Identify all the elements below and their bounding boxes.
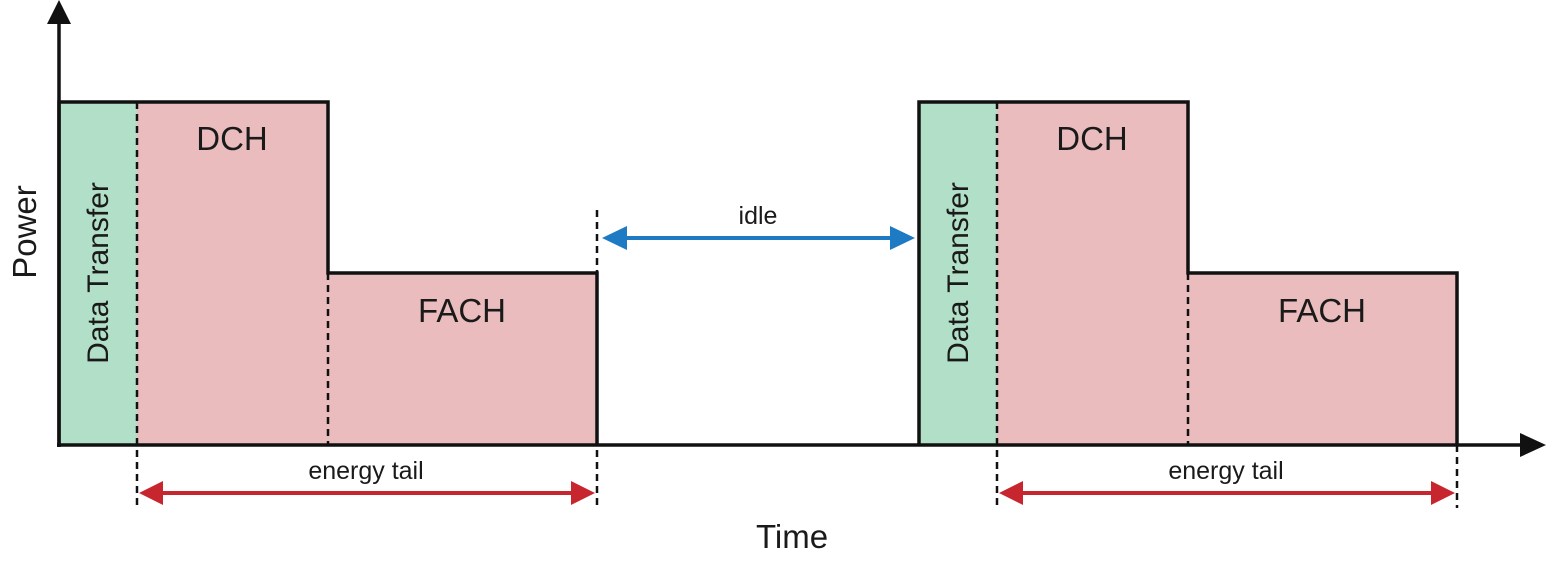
x-axis-label: Time bbox=[756, 518, 828, 555]
cycle-1: Data Transfer DCH FACH energy tail bbox=[57, 100, 599, 508]
dch-label-2: DCH bbox=[1056, 120, 1128, 157]
energy-tail-arrowhead-left-2 bbox=[999, 481, 1023, 505]
fach-block-2 bbox=[1188, 273, 1457, 445]
data-transfer-label-1: Data Transfer bbox=[82, 182, 115, 364]
energy-tail-arrowhead-right-1 bbox=[571, 481, 595, 505]
dch-block-1 bbox=[137, 102, 328, 445]
energy-tail-label-2: energy tail bbox=[1168, 457, 1283, 485]
axes: Power Time bbox=[6, 0, 1546, 555]
dch-block-2 bbox=[997, 102, 1188, 445]
data-transfer-block-1 bbox=[59, 102, 137, 445]
fach-label-1: FACH bbox=[418, 292, 506, 329]
idle-interval: idle bbox=[602, 202, 915, 250]
cycle-2: Data Transfer DCH FACH energy tail bbox=[917, 100, 1459, 508]
energy-tail-arrowhead-left-1 bbox=[139, 481, 163, 505]
fach-label-2: FACH bbox=[1278, 292, 1366, 329]
x-axis-arrowhead bbox=[1520, 433, 1546, 457]
fach-block-1 bbox=[328, 273, 597, 445]
y-axis-label: Power bbox=[6, 185, 43, 279]
cycle-2-outline bbox=[917, 100, 1459, 445]
energy-tail-arrowhead-right-2 bbox=[1431, 481, 1455, 505]
energy-tail-label-1: energy tail bbox=[308, 457, 423, 485]
idle-label: idle bbox=[739, 202, 778, 230]
idle-arrowhead-right bbox=[890, 226, 915, 250]
data-transfer-label-2: Data Transfer bbox=[942, 182, 975, 364]
dch-label-1: DCH bbox=[196, 120, 268, 157]
data-transfer-block-2 bbox=[919, 102, 997, 445]
y-axis-arrowhead bbox=[47, 0, 71, 24]
idle-arrowhead-left bbox=[602, 226, 627, 250]
